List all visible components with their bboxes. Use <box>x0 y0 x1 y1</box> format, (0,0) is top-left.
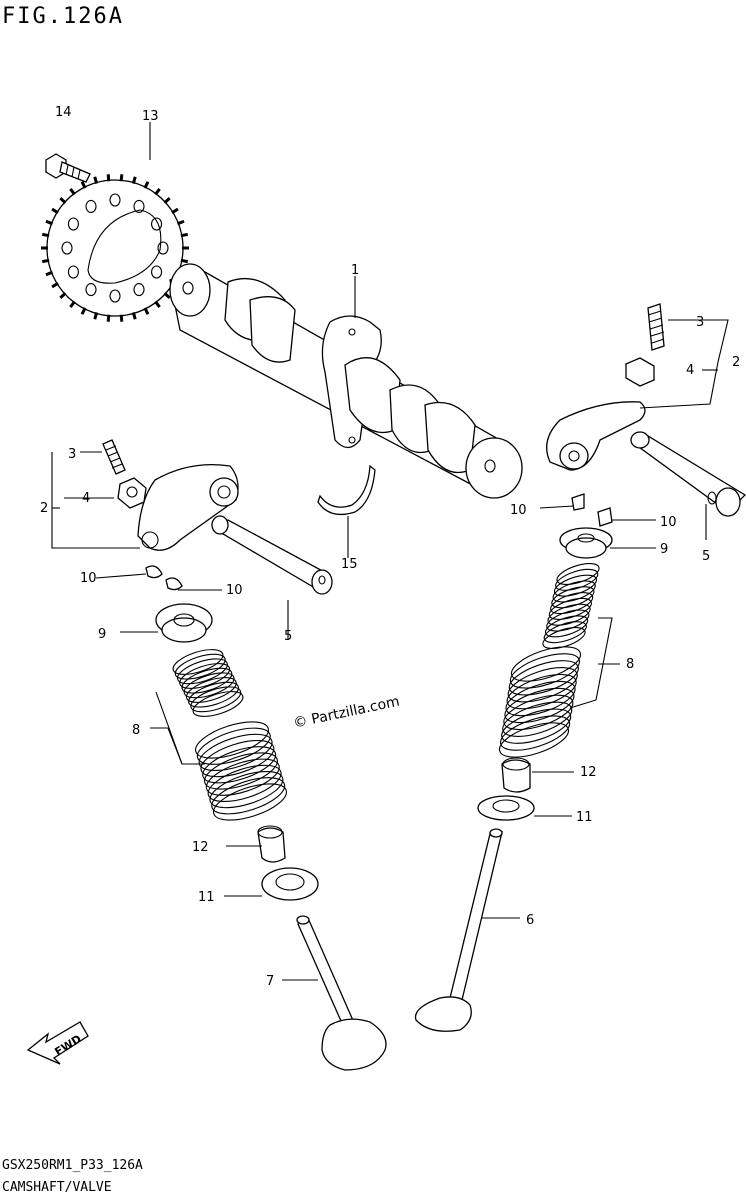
callout-5-right: 5 <box>702 549 710 564</box>
lock-nut-left[interactable] <box>117 477 147 509</box>
sprocket-bolt[interactable] <box>45 153 91 183</box>
adjust-screw-right[interactable] <box>647 303 665 351</box>
callout-12-right: 12 <box>580 765 597 780</box>
valve-spring-outer-right[interactable] <box>496 640 585 764</box>
exhaust-valve[interactable] <box>296 915 387 1071</box>
spring-retainer-right[interactable] <box>559 527 613 559</box>
callouts: 14 13 1 3 2 4 3 4 2 10 10 9 5 15 10 10 9… <box>40 105 740 989</box>
callout-10-left-b: 10 <box>226 583 243 598</box>
lock-nut-right[interactable] <box>625 357 655 387</box>
callout-11-right: 11 <box>576 810 593 825</box>
callout-10-right-b: 10 <box>660 515 677 530</box>
stem-seal-left[interactable] <box>257 825 286 863</box>
rocker-arm-left[interactable] <box>137 463 239 551</box>
figure-title: FIG.126A <box>2 4 124 29</box>
section-title: CAMSHAFT/VALVE <box>2 1180 112 1195</box>
rocker-arm-right[interactable] <box>546 401 646 471</box>
valve-spring-inner-left[interactable] <box>170 645 246 722</box>
camshaft[interactable] <box>169 263 523 499</box>
cam-sprocket[interactable] <box>38 171 192 325</box>
callout-12-left: 12 <box>192 840 209 855</box>
rocker-shaft-right[interactable] <box>630 431 746 517</box>
callout-8-right: 8 <box>626 657 634 672</box>
valve-cotter-left[interactable] <box>145 565 183 591</box>
cam-thrust-washer[interactable] <box>317 464 376 516</box>
leader-lines <box>51 122 729 981</box>
adjust-screw-left[interactable] <box>102 439 126 475</box>
valve-spring-inner-right[interactable] <box>540 559 601 652</box>
model-code: GSX250RM1_P33_126A <box>2 1158 143 1173</box>
callout-10-right-a: 10 <box>510 503 527 518</box>
valve-spring-outer-left[interactable] <box>191 715 290 828</box>
intake-valve[interactable] <box>414 828 503 1032</box>
spring-retainer-left[interactable] <box>155 603 213 643</box>
callout-6: 6 <box>526 913 534 928</box>
stem-seal-right[interactable] <box>501 757 531 793</box>
callout-10-left-a: 10 <box>80 571 97 586</box>
callout-3-right: 3 <box>696 315 704 330</box>
callout-8-left: 8 <box>132 723 140 738</box>
spring-seat-right[interactable] <box>477 795 535 821</box>
callout-7: 7 <box>266 974 274 989</box>
spring-seat-left[interactable] <box>261 867 319 901</box>
callout-11-left: 11 <box>198 890 215 905</box>
callout-4-right: 4 <box>686 363 694 378</box>
valve-cotter-right[interactable] <box>571 493 613 527</box>
callout-1: 1 <box>351 263 359 278</box>
callout-13: 13 <box>142 109 159 124</box>
callout-9-left: 9 <box>98 627 106 642</box>
callout-5-left: 5 <box>284 629 292 644</box>
callout-2-left: 2 <box>40 501 48 516</box>
callout-15: 15 <box>341 557 358 572</box>
callout-4-left: 4 <box>82 491 90 506</box>
fwd-arrow-icon: FWD <box>26 1021 89 1065</box>
callout-3-left: 3 <box>68 447 76 462</box>
callout-14: 14 <box>55 105 72 120</box>
callout-9-right: 9 <box>660 542 668 557</box>
callout-2-right: 2 <box>732 355 740 370</box>
rocker-shaft-left[interactable] <box>211 515 333 595</box>
